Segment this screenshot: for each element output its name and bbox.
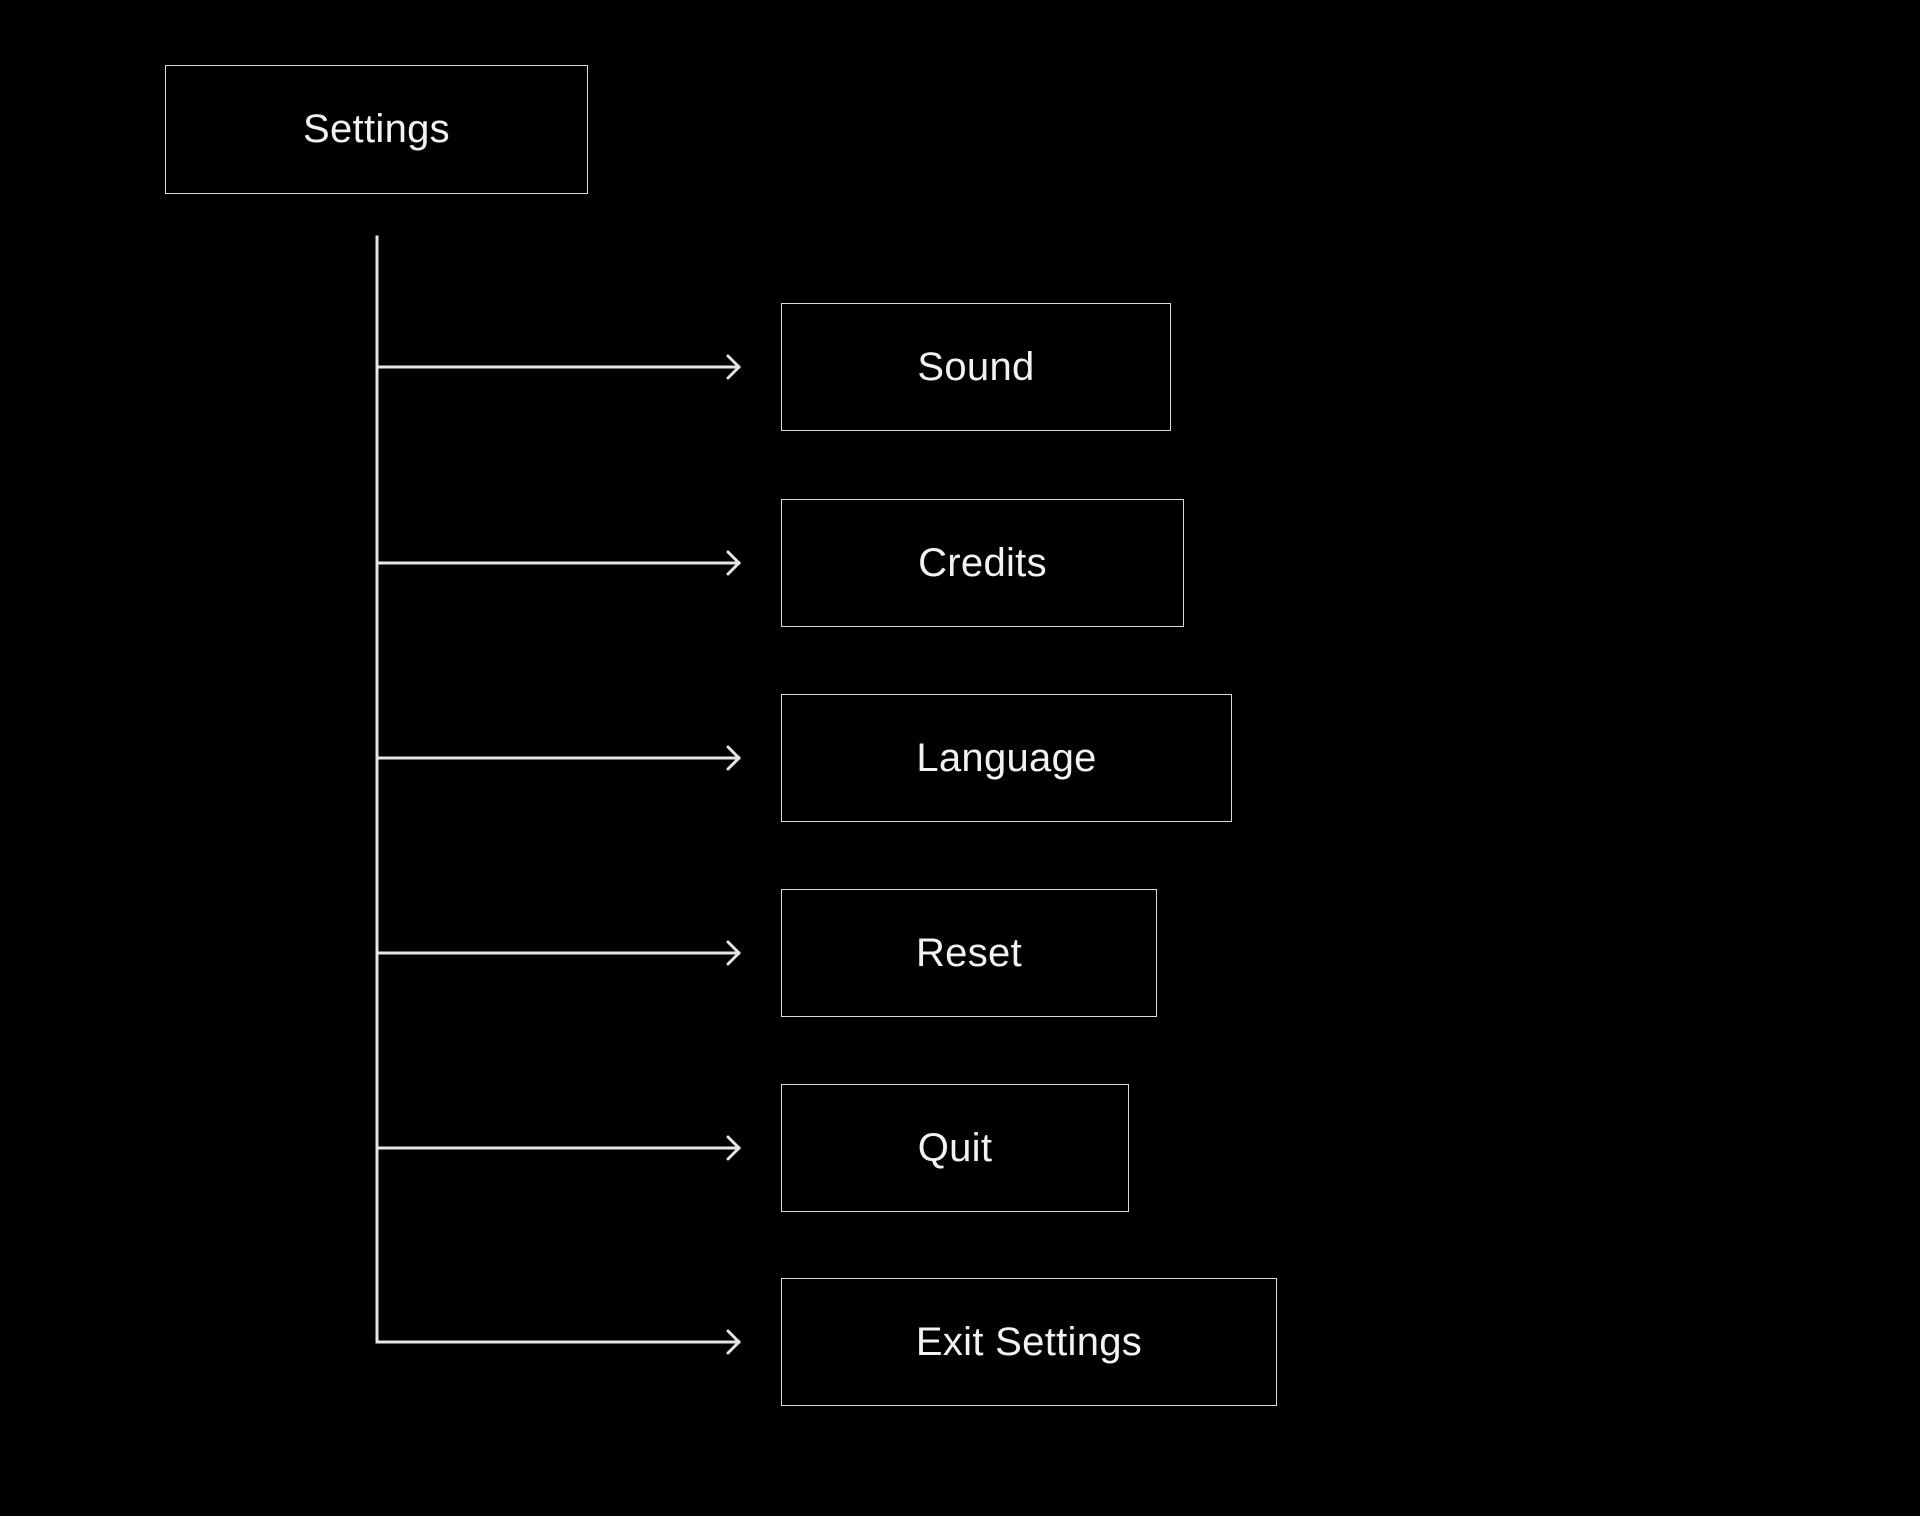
arrow-head-icon xyxy=(726,1329,741,1355)
menu-item-credits[interactable]: Credits xyxy=(781,499,1184,627)
arrow-head-icon xyxy=(726,550,741,576)
arrow-head-icon xyxy=(726,354,741,380)
arrow-head-icon xyxy=(726,940,741,966)
settings-root-label: Settings xyxy=(303,107,450,151)
menu-item-label: Language xyxy=(916,735,1097,780)
menu-item-exit-settings[interactable]: Exit Settings xyxy=(781,1278,1277,1406)
arrow-head-icon xyxy=(726,745,741,771)
menu-item-language[interactable]: Language xyxy=(781,694,1232,822)
menu-item-sound[interactable]: Sound xyxy=(781,303,1171,431)
menu-item-label: Exit Settings xyxy=(915,1319,1143,1364)
menu-item-quit[interactable]: Quit xyxy=(781,1084,1129,1212)
menu-item-label: Reset xyxy=(916,930,1022,975)
settings-root-node: Settings xyxy=(165,65,588,194)
menu-item-reset[interactable]: Reset xyxy=(781,889,1157,1017)
menu-item-label: Sound xyxy=(917,344,1035,389)
menu-item-label: Quit xyxy=(917,1125,993,1170)
arrow-head-icon xyxy=(726,1135,741,1161)
menu-item-label: Credits xyxy=(918,540,1047,585)
